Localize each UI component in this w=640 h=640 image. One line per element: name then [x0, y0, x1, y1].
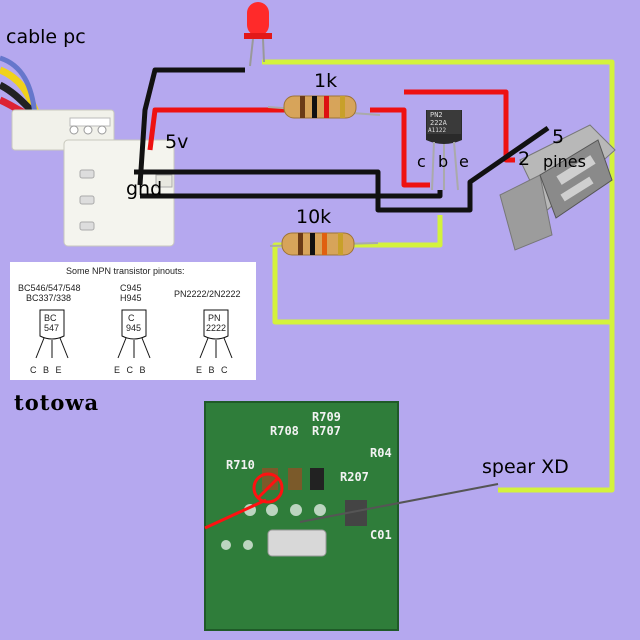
transistor-mark-1: PN2 [430, 111, 443, 119]
base-label: b [438, 152, 449, 171]
five-volt-label: 5v [165, 131, 189, 153]
led-icon [244, 2, 272, 67]
pcb-label-r709: R709 [312, 410, 341, 424]
pinout-header-2a: C945 [120, 283, 142, 293]
pinout-chart: Some NPN transistor pinouts: BC546/547/5… [10, 262, 256, 380]
spear-label: spear XD [482, 456, 569, 478]
pcb-label-r707: R707 [312, 424, 341, 438]
pin-2-label: 2 [518, 148, 531, 170]
pinout-body-1b: 547 [44, 323, 60, 333]
resistor-1k-label: 1k [314, 70, 338, 92]
resistor-1k-icon [267, 95, 381, 119]
pinout-body-1a: BC [44, 313, 57, 323]
db9-connector-icon [499, 124, 616, 251]
transistor-mark-2: 222A [430, 119, 447, 127]
pcb-label-r207: R207 [340, 470, 369, 484]
pinout-body-2a: C [128, 313, 135, 323]
pinout-pins-3: E B C [196, 365, 230, 375]
pcb-photo [204, 401, 499, 631]
black-wire [134, 67, 550, 213]
pines-label: pines [543, 152, 586, 171]
pinout-body-3b: 2222 [206, 323, 227, 333]
pinout-body-3a: PN [208, 313, 221, 323]
pcb-label-r710: R710 [226, 458, 255, 472]
red-wire [147, 89, 515, 188]
pcb-label-c01: C01 [370, 528, 392, 542]
brand-watermark: totowa [14, 390, 100, 415]
collector-label: c [417, 152, 426, 171]
pinout-header-1b: BC337/338 [26, 293, 72, 303]
resistor-10k-icon [269, 232, 379, 256]
gnd-label: gnd [126, 178, 163, 200]
pin-5-label: 5 [552, 126, 565, 148]
molex-connector-icon [11, 109, 175, 247]
pcb-label-r708: R708 [270, 424, 299, 438]
pinout-title: Some NPN transistor pinouts: [66, 266, 185, 276]
pinout-body-2b: 945 [126, 323, 142, 333]
pcb-label-r04: R04 [370, 446, 392, 460]
transistor-mark-3: A1122 [428, 127, 447, 134]
pinout-pins-1: C B E [30, 365, 64, 375]
pinout-header-2b: H945 [120, 293, 142, 303]
resistor-10k-label: 10k [296, 206, 332, 228]
pinout-header-3a: PN2222/2N2222 [174, 289, 241, 299]
pinout-drawings [35, 309, 233, 359]
emitter-label: e [459, 152, 469, 171]
pinout-header-1a: BC546/547/548 [18, 283, 81, 293]
cable-pc-label: cable pc [6, 26, 86, 48]
transistor-icon [426, 110, 462, 191]
pinout-pins-2: E C B [114, 365, 148, 375]
